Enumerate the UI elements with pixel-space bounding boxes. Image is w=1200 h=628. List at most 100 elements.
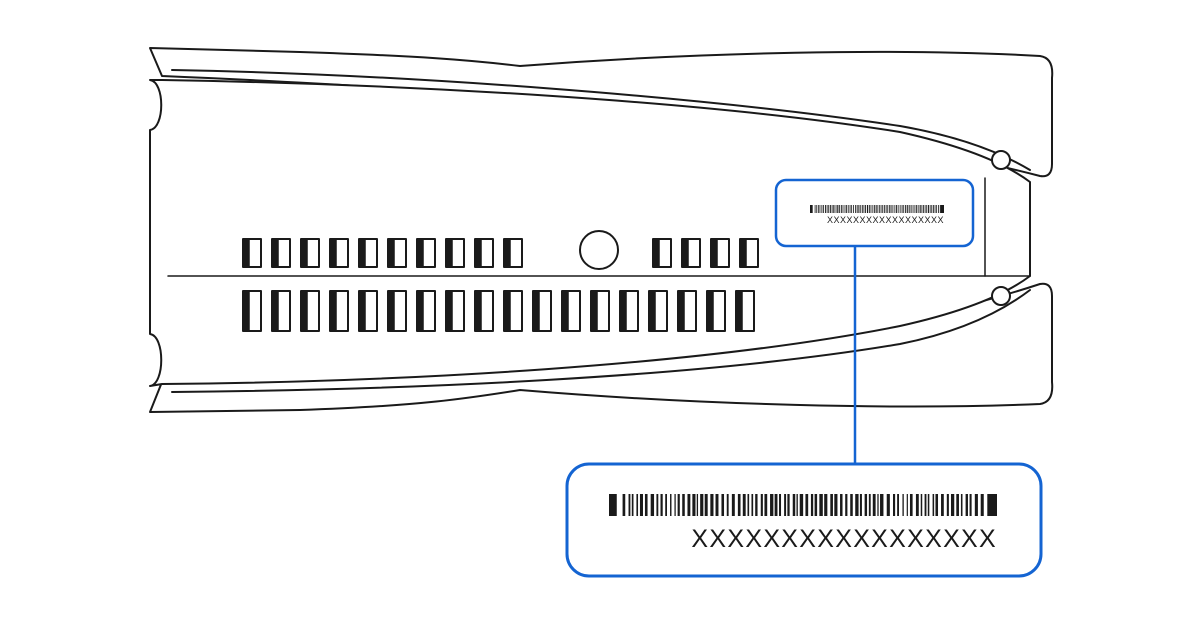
barcode-bar bbox=[856, 205, 858, 213]
console-screw bbox=[991, 286, 1011, 306]
vent-slot bbox=[706, 290, 726, 332]
barcode-bar bbox=[819, 205, 821, 213]
barcode-bar bbox=[831, 205, 833, 213]
vent-slot bbox=[503, 238, 523, 268]
barcode-bar bbox=[870, 205, 872, 213]
barcode-bar bbox=[872, 494, 876, 516]
barcode-bar bbox=[622, 494, 626, 516]
barcode-bar bbox=[886, 494, 890, 516]
vent-slot bbox=[445, 238, 465, 268]
barcode-bar bbox=[696, 494, 699, 516]
barcode-bar bbox=[950, 494, 955, 516]
barcode-bar bbox=[894, 205, 896, 213]
barcode-bar bbox=[674, 494, 676, 516]
barcode-bar bbox=[927, 205, 929, 213]
vent-slot bbox=[735, 290, 755, 332]
barcode-bar bbox=[939, 205, 941, 213]
barcode-bar bbox=[755, 494, 758, 516]
barcode-bar bbox=[774, 494, 778, 516]
barcode-bar bbox=[877, 494, 879, 516]
barcode-bar bbox=[824, 494, 828, 516]
barcode-bar bbox=[817, 205, 819, 213]
vent-slot bbox=[739, 238, 759, 268]
barcode-bar bbox=[644, 494, 648, 516]
barcode-bar bbox=[682, 494, 685, 516]
barcode-bar bbox=[814, 205, 816, 213]
barcode-bar bbox=[742, 494, 746, 516]
barcode-bar bbox=[920, 494, 923, 516]
vent-slot bbox=[416, 290, 436, 332]
console-inner-line-bottom bbox=[171, 289, 1031, 393]
barcode-bar bbox=[747, 494, 750, 516]
serial-label-small: XXXXXXXXXXXXXXXXXX bbox=[774, 178, 975, 248]
barcode-bar bbox=[784, 494, 787, 516]
barcode-bar bbox=[907, 205, 908, 213]
vent-slot bbox=[358, 238, 378, 268]
barcode-bar bbox=[938, 205, 939, 213]
barcode-bar bbox=[929, 205, 931, 213]
barcode-bar bbox=[670, 494, 672, 516]
barcode-bar bbox=[933, 205, 934, 213]
barcode-bar bbox=[881, 205, 883, 213]
vent-slot bbox=[358, 290, 378, 332]
barcode-icon bbox=[810, 205, 944, 213]
barcode-bar bbox=[879, 205, 881, 213]
vent-slot bbox=[474, 238, 494, 268]
vent-slot bbox=[681, 238, 701, 268]
barcode-bar bbox=[914, 205, 916, 213]
barcode-bar bbox=[865, 205, 867, 213]
console-illustration bbox=[149, 47, 1054, 413]
barcode-bar bbox=[974, 494, 978, 516]
vent-slot bbox=[503, 290, 523, 332]
barcode-bar bbox=[849, 205, 851, 213]
barcode-bar bbox=[639, 494, 643, 516]
vent-slot bbox=[242, 290, 262, 332]
barcode-bar bbox=[921, 205, 923, 213]
barcode-bar bbox=[844, 205, 846, 213]
barcode-bar bbox=[677, 494, 680, 516]
barcode-bar bbox=[863, 205, 865, 213]
barcode-bar bbox=[636, 494, 639, 516]
vent-slot bbox=[387, 290, 407, 332]
barcode-bar bbox=[960, 494, 963, 516]
vent-slot bbox=[271, 290, 291, 332]
barcode-bar bbox=[909, 494, 913, 516]
barcode-bar bbox=[715, 494, 719, 516]
barcode-bar bbox=[721, 494, 725, 516]
vent-slot bbox=[648, 290, 668, 332]
barcode-bar bbox=[631, 494, 634, 516]
barcode-bar bbox=[874, 205, 875, 213]
barcode-bar bbox=[814, 494, 818, 516]
vent-slot bbox=[474, 290, 494, 332]
barcode-bar bbox=[927, 494, 930, 516]
barcode-icon bbox=[609, 494, 997, 516]
barcode-bar bbox=[935, 494, 939, 516]
barcode-bar bbox=[924, 205, 926, 213]
barcode-bar bbox=[888, 205, 890, 213]
barcode-bar bbox=[956, 494, 959, 516]
serial-label-zoomed: XXXXXXXXXXXXXXXXX bbox=[565, 462, 1043, 578]
barcode-bar bbox=[687, 494, 691, 516]
vent-slot bbox=[590, 290, 610, 332]
barcode-bar bbox=[770, 494, 774, 516]
console-round-port bbox=[579, 230, 619, 270]
barcode-bar bbox=[847, 205, 849, 213]
vent-slot bbox=[300, 290, 320, 332]
vent-row-top-right bbox=[652, 238, 759, 268]
barcode-bar bbox=[609, 494, 617, 516]
barcode-bar bbox=[660, 494, 663, 516]
barcode-bar bbox=[872, 205, 874, 213]
barcode-bar bbox=[833, 205, 835, 213]
barcode-bar bbox=[946, 494, 949, 516]
barcode-bar bbox=[867, 205, 869, 213]
barcode-bar bbox=[940, 205, 944, 213]
barcode-bar bbox=[934, 205, 936, 213]
barcode-bar bbox=[919, 205, 921, 213]
vent-slot bbox=[416, 238, 436, 268]
barcode-bar bbox=[692, 494, 696, 516]
barcode-bar bbox=[868, 494, 871, 516]
barcode-bar bbox=[912, 205, 914, 213]
barcode-bar bbox=[845, 494, 848, 516]
vent-slot bbox=[300, 238, 320, 268]
